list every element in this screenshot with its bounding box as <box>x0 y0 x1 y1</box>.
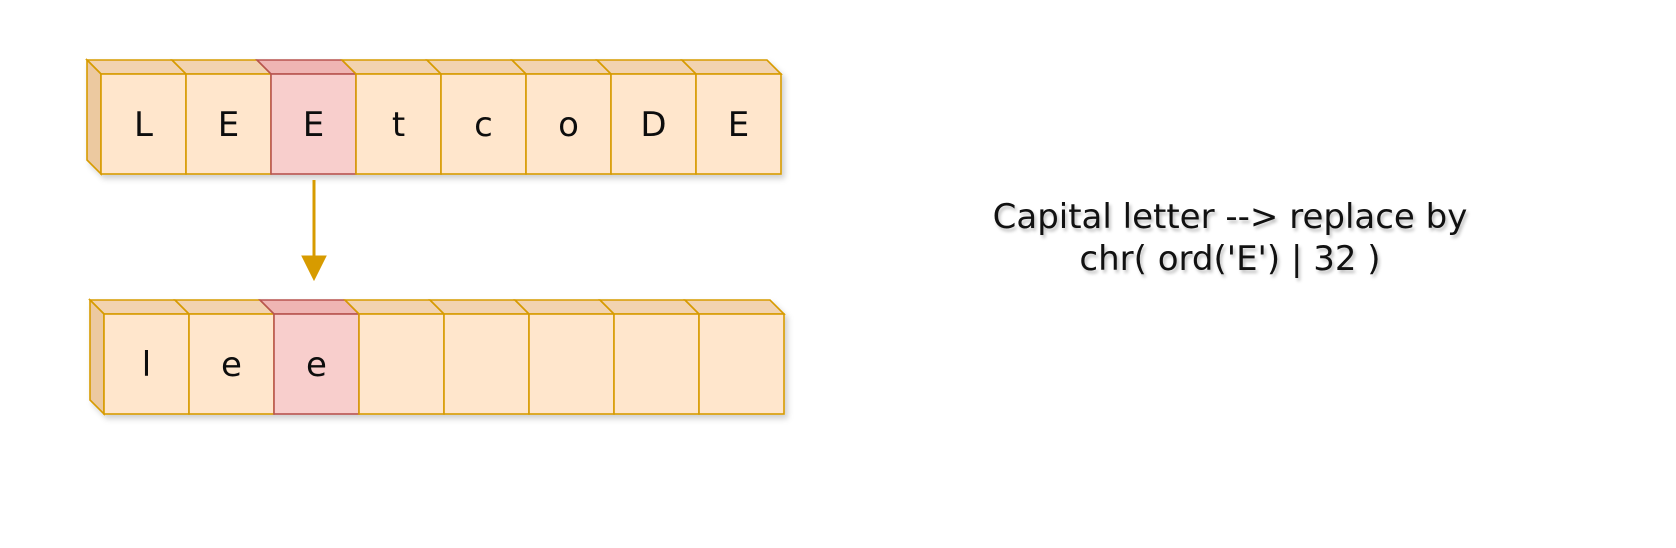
cell-char: l <box>142 345 151 385</box>
cell-top-face <box>428 299 531 315</box>
array-cell: l <box>88 298 191 416</box>
array-cell: D <box>595 59 698 175</box>
cell-char: t <box>392 105 405 145</box>
cell-top-face <box>343 299 446 315</box>
cell-top-face <box>680 59 783 75</box>
cell-char: D <box>640 105 666 145</box>
cell-front-face <box>358 313 445 415</box>
array-cell: L <box>85 58 188 176</box>
cell-top-face <box>85 59 188 75</box>
cell-front-face <box>103 313 190 415</box>
array-cell <box>428 299 531 415</box>
cell-front-face <box>698 313 785 415</box>
cell-front-face <box>610 73 697 175</box>
cell-char: L <box>134 105 153 145</box>
cell-top-face <box>258 299 361 315</box>
cell-top-face <box>340 59 443 75</box>
cell-top-face <box>88 299 191 315</box>
cell-top-face <box>598 299 701 315</box>
cell-char: E <box>303 105 324 145</box>
cell-side-face <box>89 298 105 416</box>
cell-char: E <box>728 105 749 145</box>
array-cell <box>343 299 446 415</box>
array-cell: E <box>170 59 273 175</box>
transform-arrow <box>301 180 327 282</box>
cell-top-face <box>173 299 276 315</box>
array-cell: e <box>258 299 361 415</box>
cell-char: c <box>474 105 493 145</box>
array-cell: c <box>425 59 528 175</box>
cell-side-face <box>86 58 102 176</box>
cell-top-face <box>170 59 273 75</box>
cell-front-face <box>188 313 275 415</box>
cell-top-face <box>683 299 786 315</box>
caption-line-2: chr( ord('E') | 32 ) <box>1079 239 1381 279</box>
array-cell: E <box>255 59 358 175</box>
cell-top-face <box>513 299 616 315</box>
cell-front-face <box>695 73 782 175</box>
array-cell: E <box>680 59 783 175</box>
array-cell: e <box>173 299 276 415</box>
cell-front-face <box>270 73 357 175</box>
array-cell <box>683 299 786 415</box>
cell-char: o <box>558 105 579 145</box>
cell-front-face <box>443 313 530 415</box>
array-cell <box>513 299 616 415</box>
array-cell: t <box>340 59 443 175</box>
cell-top-face <box>595 59 698 75</box>
cell-top-face <box>255 59 358 75</box>
cell-top-face <box>425 59 528 75</box>
cell-char: E <box>218 105 239 145</box>
cell-top-face <box>510 59 613 75</box>
caption: Capital letter --> replace by chr( ord('… <box>940 196 1520 280</box>
array-cell: o <box>510 59 613 175</box>
cell-front-face <box>528 313 615 415</box>
cell-front-face <box>100 73 187 175</box>
cell-char: e <box>221 345 242 385</box>
arrow-head <box>301 255 327 282</box>
cell-front-face <box>613 313 700 415</box>
caption-line-1: Capital letter --> replace by <box>992 197 1468 237</box>
cell-front-face <box>440 73 527 175</box>
cell-char: e <box>306 345 327 385</box>
array-cell <box>598 299 701 415</box>
